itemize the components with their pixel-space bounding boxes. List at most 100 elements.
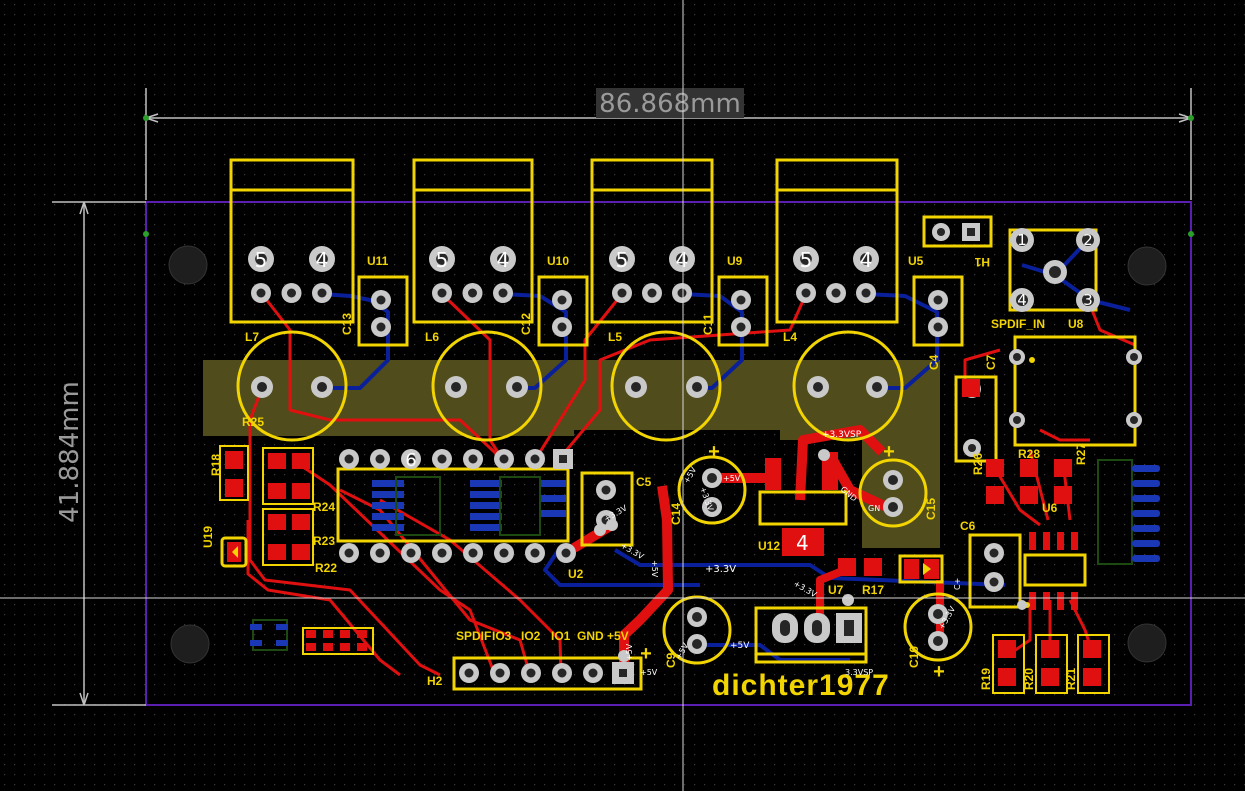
pad-number: 5 <box>800 248 813 272</box>
silk-c13: C13 <box>340 313 354 335</box>
net-label-gn: GN <box>868 504 880 513</box>
smd-pad[interactable] <box>225 479 243 497</box>
smd-pad[interactable] <box>1083 640 1101 658</box>
drill-hole <box>499 454 509 464</box>
silk-l6: L6 <box>425 330 439 344</box>
smd-pad[interactable] <box>292 483 310 499</box>
drill-hole <box>559 455 567 463</box>
ground-pour <box>203 360 940 548</box>
silk-c5: C5 <box>636 475 652 489</box>
spdif-connector[interactable] <box>1008 228 1100 312</box>
smd-outline <box>992 634 1025 694</box>
smd-pad[interactable] <box>268 514 286 530</box>
drill-hole <box>375 454 385 464</box>
smd-pad[interactable] <box>998 640 1016 658</box>
bottom-small-parts <box>250 619 374 655</box>
regulator-U7[interactable] <box>754 606 868 664</box>
smd-pad[interactable] <box>1041 668 1059 686</box>
smd-pad[interactable] <box>864 558 882 576</box>
silk-u12: U12 <box>758 539 780 553</box>
inductor-L5[interactable] <box>610 330 722 442</box>
pad-number: 4 <box>860 248 873 272</box>
smd-pad[interactable] <box>268 483 286 499</box>
transformer-footprint[interactable] <box>229 158 899 324</box>
silk-c12: C12 <box>519 313 533 335</box>
drill-hole <box>436 253 448 265</box>
silk-u6: U6 <box>1042 501 1058 515</box>
diode-U19[interactable] <box>220 536 248 568</box>
silk-r24: R24 <box>313 500 335 514</box>
header-H2[interactable] <box>452 656 643 691</box>
smd-pads[interactable] <box>219 379 1110 694</box>
ic-U6[interactable] <box>1023 532 1087 610</box>
inductor-L7[interactable] <box>236 330 348 442</box>
dimension-anchor <box>143 231 149 237</box>
silk-u10: U10 <box>547 254 569 268</box>
smd-pad[interactable] <box>268 453 286 469</box>
pad-number: 4 <box>1017 291 1027 309</box>
ic-U2[interactable]: 6 <box>336 449 576 563</box>
smd-pad[interactable] <box>292 514 310 530</box>
smd-pad[interactable] <box>292 453 310 469</box>
smd-pad[interactable] <box>838 558 856 576</box>
drill-hole <box>989 577 999 587</box>
inductor-L4[interactable] <box>792 330 904 442</box>
pad-number: 4 <box>676 248 689 272</box>
capacitor-C15[interactable] <box>858 458 928 528</box>
mounting-hole[interactable] <box>1127 246 1167 286</box>
capacitor-C14[interactable] <box>677 455 747 525</box>
drill-hole <box>676 253 688 265</box>
smd-pad[interactable] <box>225 451 243 469</box>
capacitor-C10[interactable] <box>903 592 973 662</box>
drill-hole <box>557 295 567 305</box>
drill-hole <box>498 288 508 298</box>
smd-pad[interactable] <box>986 486 1004 504</box>
drill-hole <box>647 288 657 298</box>
dimension-width-bg <box>596 88 744 118</box>
smd-pad[interactable] <box>998 668 1016 686</box>
silk-u7: U7 <box>828 583 844 597</box>
regulator-U12[interactable]: 4 <box>758 452 848 556</box>
drill-hole <box>256 288 266 298</box>
net-label-v3sp: 3.3VSP <box>845 668 873 677</box>
large-component[interactable] <box>1009 335 1142 447</box>
silk-r17: R17 <box>862 583 884 597</box>
smd-pad[interactable] <box>1020 459 1038 477</box>
mounting-hole[interactable] <box>170 624 210 664</box>
smd-pad[interactable] <box>1083 668 1101 686</box>
drill-hole <box>936 227 946 237</box>
pad-number: 4 <box>316 248 329 272</box>
net-label-c_plus: C+ <box>953 578 962 590</box>
u12-badge: 4 <box>796 531 809 555</box>
drill-hole <box>437 454 447 464</box>
smd-pad[interactable] <box>1054 459 1072 477</box>
diode-D[interactable] <box>898 554 944 584</box>
inductor-L6[interactable] <box>431 330 543 442</box>
silk-u9: U9 <box>727 254 743 268</box>
mounting-hole[interactable] <box>1127 623 1167 663</box>
smd-pad[interactable] <box>986 459 1004 477</box>
capacitor-C9[interactable] <box>662 595 732 665</box>
net-label-v33sp: +3.3VSP <box>822 430 862 440</box>
silk-c10: C10 <box>907 646 921 668</box>
smd-pad[interactable] <box>268 544 286 560</box>
drill-hole <box>287 288 296 298</box>
smd-pad[interactable] <box>1054 486 1072 504</box>
two-pin-footprints[interactable] <box>357 215 1022 609</box>
drill-hole <box>344 548 354 558</box>
header-pin-label: GND <box>577 629 604 643</box>
smd-outline <box>1077 634 1110 694</box>
smd-pad[interactable] <box>292 544 310 560</box>
drill-hole <box>617 288 627 298</box>
drill-hole <box>437 288 447 298</box>
dimension-height[interactable] <box>52 201 146 706</box>
smd-pad[interactable] <box>1020 486 1038 504</box>
smd-outline <box>262 508 314 566</box>
drill-hole <box>736 322 746 332</box>
mounting-hole[interactable] <box>168 245 208 285</box>
pad-number: 2 <box>1083 231 1093 249</box>
drill-hole <box>801 288 811 298</box>
smd-pad[interactable] <box>1041 640 1059 658</box>
smd-pad[interactable] <box>962 379 980 397</box>
